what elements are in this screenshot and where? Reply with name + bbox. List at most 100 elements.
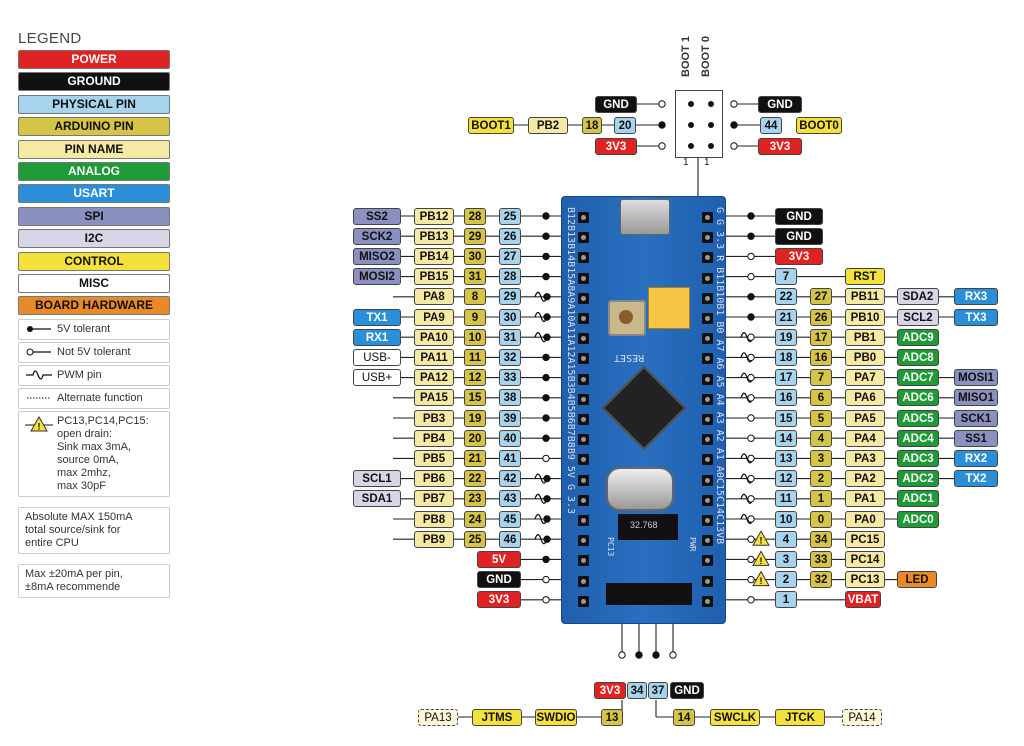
legend-item: SPI — [18, 206, 170, 226]
legend-item: PHYSICAL PIN — [18, 94, 170, 114]
pwm-icon — [534, 493, 548, 504]
5v-tolerant-dot — [542, 252, 550, 261]
physical-pin-label: 12 — [775, 470, 797, 488]
alt-function-label: SS2 — [353, 207, 401, 225]
boot-jumper-header — [675, 90, 723, 158]
5v-tolerant-dot — [542, 414, 550, 422]
pin-name-label: PB0 — [845, 348, 885, 366]
alt-function-label: SCK2 — [353, 227, 401, 245]
not-5v-dot — [747, 394, 755, 402]
pin-name-label: PB7 — [414, 490, 454, 508]
swd-label: SWDIO — [535, 708, 577, 726]
boot-label: 3V3 — [595, 137, 637, 155]
left-silkscreen: B12B13B14B15A8A9A10A11A12A15B3B4B5B6B7B8… — [565, 207, 576, 515]
5v-tolerant-dot — [652, 651, 660, 659]
alt-function-label: USB+ — [353, 369, 401, 387]
5v-tolerant-dot — [543, 495, 551, 503]
alt-function-label: ADC3 — [897, 449, 939, 467]
boot-label: 44 — [760, 116, 782, 134]
boot-label: 20 — [614, 116, 636, 134]
pin-name-label: PB15 — [414, 268, 454, 286]
pin-name-label: PC14 — [845, 550, 885, 568]
pin-name-label: PB6 — [414, 470, 454, 488]
header-pin — [702, 313, 713, 324]
header-pin — [702, 232, 713, 244]
arduino-pin-label: 34 — [810, 530, 832, 548]
arduino-pin-label: 28 — [464, 207, 486, 225]
pwm-icon — [534, 534, 548, 545]
header-pin — [578, 393, 589, 405]
not-5v-dot — [542, 454, 550, 463]
physical-pin-label: 46 — [499, 530, 521, 548]
pin-name-label: PC15 — [845, 530, 885, 548]
alt-function-label: SCL1 — [353, 470, 401, 488]
physical-pin-label: 39 — [499, 409, 521, 427]
not-5v-dot — [747, 333, 755, 341]
power-pin-label: GND — [477, 571, 521, 589]
alt-function-label: RX3 — [954, 288, 998, 306]
boot-pin — [708, 122, 714, 128]
pin-name-label: PB13 — [414, 227, 454, 245]
alt-function-label: ADC1 — [897, 490, 939, 508]
arduino-pin-label: 27 — [810, 288, 832, 306]
5v-tolerant-dot — [542, 555, 550, 564]
warning-icon — [752, 530, 770, 546]
open-drain-line: PC13,PC14,PC15: — [57, 414, 149, 427]
pin-name-label: PB4 — [414, 429, 454, 447]
header-pin — [702, 474, 713, 486]
header-pin — [578, 414, 589, 425]
5v-tolerant-dot — [747, 313, 755, 321]
arduino-pin-label: 5 — [810, 409, 832, 427]
pwm-icon — [534, 332, 548, 343]
not-5v-dot — [542, 596, 550, 604]
label-boot1: BOOT 1 — [680, 36, 692, 77]
legend-item: BOARD HARDWARE — [18, 296, 170, 316]
alt-function-label: RX2 — [954, 449, 998, 467]
header-pin — [578, 272, 589, 284]
arduino-pin-label: 29 — [464, 227, 486, 245]
physical-pin-label: 31 — [499, 328, 521, 346]
crystal-oscillator — [606, 467, 674, 511]
header-pin — [578, 434, 589, 446]
legend-item: GROUND — [18, 72, 170, 92]
arduino-pin-label: 10 — [464, 328, 486, 346]
physical-pin-label: 16 — [775, 389, 797, 407]
boot-pin — [688, 101, 694, 107]
pin-name-label: PB12 — [414, 207, 454, 225]
header-pin — [578, 353, 589, 365]
physical-pin-label: 10 — [775, 510, 797, 528]
physical-pin-label: 22 — [775, 288, 797, 306]
5v-tolerant-dot — [542, 394, 550, 402]
pin-name-label: PB9 — [414, 530, 454, 548]
swd-label: 34 — [627, 681, 647, 699]
5v-tolerant-dot — [747, 293, 755, 301]
pin-name-label: PA3 — [845, 449, 885, 467]
arduino-pin-label: 22 — [464, 470, 486, 488]
label-boot0: BOOT 0 — [700, 36, 712, 77]
header-pin — [578, 333, 589, 345]
pwm-icon — [534, 513, 548, 525]
pin-name-label: PA6 — [845, 389, 885, 407]
swd-label: JTCK — [775, 708, 825, 726]
blue-pill-board: B12B13B14B15A8A9A10A11A12A15B3B4B5B6B7B8… — [561, 196, 726, 624]
micro-usb-connector — [620, 199, 670, 235]
boot-label: PB2 — [528, 116, 568, 134]
alt-function-label: SDA2 — [897, 288, 939, 306]
header-pin — [702, 535, 713, 547]
physical-pin-label: 7 — [775, 268, 797, 286]
swd-label: 37 — [648, 681, 668, 699]
arduino-pin-label: 17 — [810, 328, 832, 346]
arduino-pin-label: 1 — [810, 490, 832, 508]
pin-name-label: PA15 — [414, 389, 454, 407]
header-pin — [702, 575, 713, 587]
pin-name-label: PA4 — [845, 429, 885, 447]
5v-tolerant-dot — [543, 535, 551, 543]
power-pin-label: 3V3 — [775, 247, 823, 265]
header-pin — [578, 232, 589, 244]
swd-label: PA13 — [418, 708, 458, 726]
5v-tolerant-dot — [747, 232, 755, 240]
5v-tolerant-dot — [542, 272, 550, 281]
svg-text:!: ! — [760, 556, 763, 566]
swd-label: JTMS — [472, 708, 522, 726]
not-5v-dot — [747, 353, 755, 362]
